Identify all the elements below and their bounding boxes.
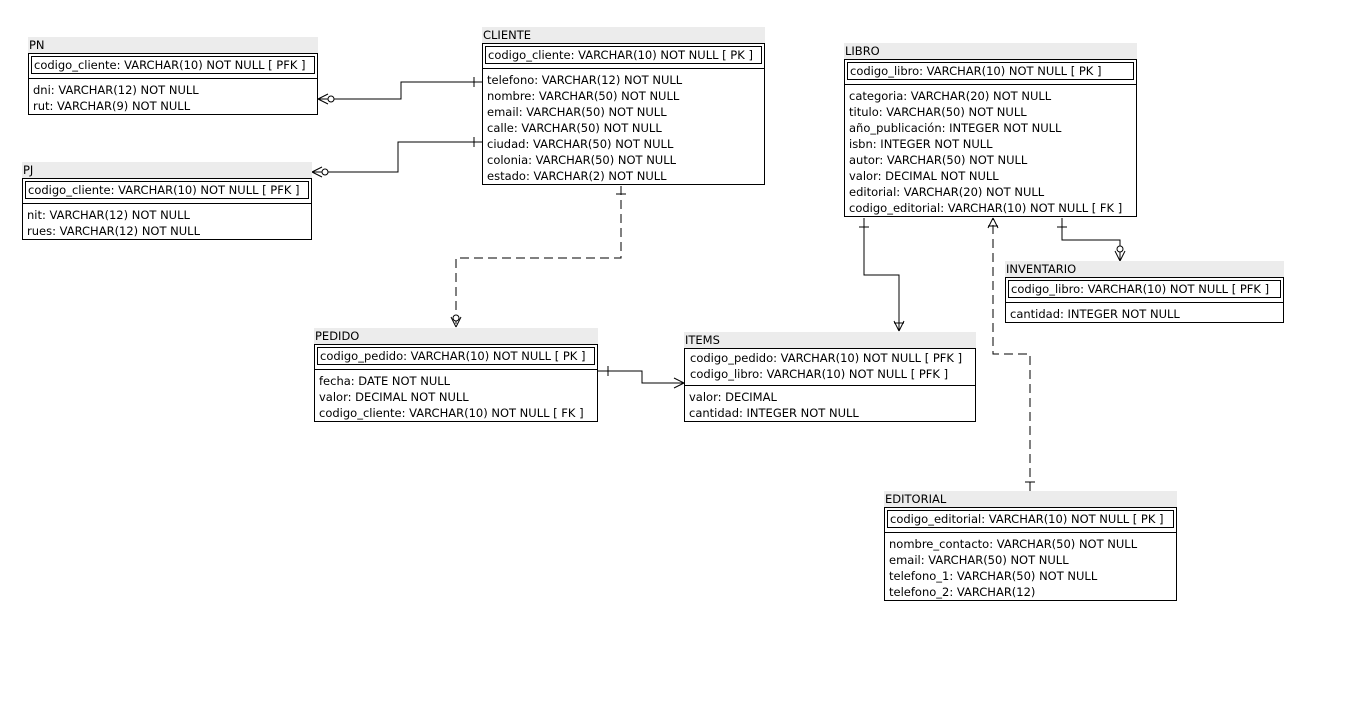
attribute: valor: DECIMAL — [689, 390, 777, 404]
attribute: fecha: DATE NOT NULL — [319, 374, 451, 388]
entity-pn[interactable]: PN codigo_cliente: VARCHAR(10) NOT NULL … — [28, 37, 318, 115]
attribute: estado: VARCHAR(2) NOT NULL — [487, 169, 667, 183]
entity-pj[interactable]: PJ codigo_cliente: VARCHAR(10) NOT NULL … — [22, 162, 312, 240]
attribute: cantidad: INTEGER NOT NULL — [1010, 307, 1180, 321]
rel-libro-inventario[interactable] — [1057, 218, 1126, 262]
rel-cliente-pj[interactable] — [311, 137, 482, 178]
attribute: categoria: VARCHAR(20) NOT NULL — [849, 89, 1052, 103]
attribute: email: VARCHAR(50) NOT NULL — [487, 105, 667, 119]
entity-title: CLIENTE — [482, 27, 765, 43]
attribute: valor: DECIMAL NOT NULL — [319, 390, 469, 404]
attribute: editorial: VARCHAR(20) NOT NULL — [849, 185, 1045, 199]
attribute: año_publicación: INTEGER NOT NULL — [849, 121, 1062, 135]
entity-pedido[interactable]: PEDIDO codigo_pedido: VARCHAR(10) NOT NU… — [314, 328, 598, 422]
attribute: nombre_contacto: VARCHAR(50) NOT NULL — [889, 537, 1138, 551]
key-attribute: codigo_libro: VARCHAR(10) NOT NULL [ PFK… — [1008, 280, 1281, 298]
key-attribute: codigo_cliente: VARCHAR(10) NOT NULL [ P… — [31, 56, 315, 74]
entity-libro[interactable]: LIBRO codigo_libro: VARCHAR(10) NOT NULL… — [844, 43, 1137, 217]
attribute: rues: VARCHAR(12) NOT NULL — [27, 224, 200, 238]
entity-title: ITEMS — [684, 332, 976, 348]
key-attribute: codigo_pedido: VARCHAR(10) NOT NULL [ PK… — [317, 347, 595, 365]
attribute: rut: VARCHAR(9) NOT NULL — [33, 99, 191, 113]
entity-items[interactable]: ITEMS codigo_pedido: VARCHAR(10) NOT NUL… — [684, 332, 976, 422]
attribute: calle: VARCHAR(50) NOT NULL — [487, 121, 662, 135]
key-attribute: codigo_libro: VARCHAR(10) NOT NULL [ PFK… — [690, 367, 949, 381]
attribute: telefono_2: VARCHAR(12) — [889, 585, 1036, 599]
attribute: colonia: VARCHAR(50) NOT NULL — [487, 153, 677, 167]
entity-cliente[interactable]: CLIENTE codigo_cliente: VARCHAR(10) NOT … — [482, 27, 765, 185]
attribute: email: VARCHAR(50) NOT NULL — [889, 553, 1069, 567]
attribute: nit: VARCHAR(12) NOT NULL — [27, 208, 190, 222]
entity-title: EDITORIAL — [884, 491, 1177, 507]
entity-inventario[interactable]: INVENTARIO codigo_libro: VARCHAR(10) NOT… — [1005, 261, 1284, 323]
attribute: nombre: VARCHAR(50) NOT NULL — [487, 89, 680, 103]
attribute: cantidad: INTEGER NOT NULL — [689, 406, 859, 420]
entity-editorial[interactable]: EDITORIAL codigo_editorial: VARCHAR(10) … — [884, 491, 1177, 601]
key-attribute: codigo_editorial: VARCHAR(10) NOT NULL [… — [887, 510, 1174, 528]
entity-title: PEDIDO — [314, 328, 598, 344]
attribute: telefono_1: VARCHAR(50) NOT NULL — [889, 569, 1098, 583]
attribute: autor: VARCHAR(50) NOT NULL — [849, 153, 1028, 167]
entity-title: LIBRO — [844, 43, 1137, 59]
rel-pedido-items[interactable] — [598, 366, 685, 389]
rel-cliente-pn[interactable] — [317, 77, 482, 105]
attribute: codigo_cliente: VARCHAR(10) NOT NULL [ F… — [319, 406, 584, 420]
key-attribute: codigo_pedido: VARCHAR(10) NOT NULL [ PF… — [690, 351, 963, 365]
attribute: codigo_editorial: VARCHAR(10) NOT NULL [… — [849, 201, 1123, 215]
key-attribute: codigo_cliente: VARCHAR(10) NOT NULL [ P… — [485, 46, 762, 64]
entity-title: PJ — [22, 162, 312, 178]
rel-editorial-libro[interactable] — [987, 217, 1035, 491]
attribute: isbn: INTEGER NOT NULL — [849, 137, 993, 151]
key-attribute: codigo_libro: VARCHAR(10) NOT NULL [ PK … — [847, 62, 1134, 80]
attribute: titulo: VARCHAR(50) NOT NULL — [849, 105, 1027, 119]
entity-title: PN — [28, 37, 318, 53]
entity-title: INVENTARIO — [1005, 261, 1284, 277]
rel-cliente-pedido[interactable] — [450, 186, 626, 328]
attribute: dni: VARCHAR(12) NOT NULL — [33, 83, 199, 97]
attribute: telefono: VARCHAR(12) NOT NULL — [487, 73, 683, 87]
attribute: valor: DECIMAL NOT NULL — [849, 169, 999, 183]
rel-libro-items[interactable] — [859, 218, 905, 332]
key-attribute: codigo_cliente: VARCHAR(10) NOT NULL [ P… — [25, 181, 309, 199]
attribute: ciudad: VARCHAR(50) NOT NULL — [487, 137, 674, 151]
